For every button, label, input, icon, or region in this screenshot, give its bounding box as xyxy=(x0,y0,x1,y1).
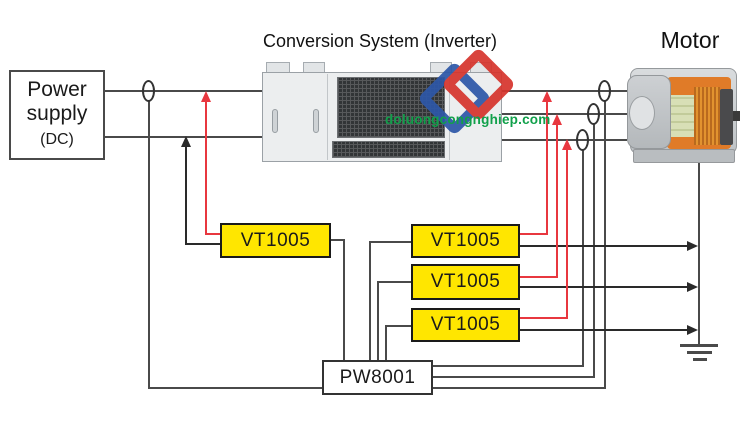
motor-title: Motor xyxy=(660,27,720,53)
probe-red-phase2-vertical xyxy=(556,118,558,278)
watermark-text: doluongcongnghiep.com xyxy=(385,112,551,127)
cable-vt2-vertical xyxy=(369,241,371,360)
motor-shaft xyxy=(733,111,740,121)
cable-vt4-vertical xyxy=(385,325,387,360)
probe-red-dc-horizontal xyxy=(205,233,220,235)
cable-sensor-phase3-horizontal xyxy=(433,365,583,367)
vt1005-label-2: VT1005 xyxy=(430,230,501,251)
current-sensor-dc-icon xyxy=(142,80,155,102)
inverter-door-seam xyxy=(327,74,328,160)
vt1005-label-4: VT1005 xyxy=(430,314,501,335)
cable-sensor-dc-horizontal xyxy=(148,387,324,389)
ground-lead-vt4-arrow-icon xyxy=(687,325,698,335)
inverter-title: Conversion System (Inverter) xyxy=(262,31,498,51)
cable-sensor-dc-vertical xyxy=(148,100,150,389)
cable-vt3-horizontal xyxy=(377,281,411,283)
pw8001-label: PW8001 xyxy=(339,366,416,388)
probe-black-dc-horizontal xyxy=(185,243,220,245)
current-sensor-phase2-icon xyxy=(587,103,600,125)
power-supply-label-dc: (DC) xyxy=(40,131,74,148)
pw8001-box: PW8001 xyxy=(322,360,433,395)
ground-lead-vt4 xyxy=(519,329,691,331)
current-sensor-phase1-icon xyxy=(598,80,611,102)
probe-black-dc-arrow-icon xyxy=(181,136,191,147)
probe-red-phase2-arrow-icon xyxy=(552,114,562,125)
vt1005-box-4: VT1005 xyxy=(411,308,520,342)
probe-red-phase1-arrow-icon xyxy=(542,91,552,102)
ground-symbol-icon xyxy=(687,351,712,354)
ground-lead-vt3 xyxy=(519,286,691,288)
wire-phase-bottom xyxy=(460,139,627,141)
motor-image xyxy=(627,60,740,163)
cable-sensor-phase2-horizontal xyxy=(433,376,594,378)
current-sensor-phase3-icon xyxy=(576,129,589,151)
inverter-handle-icon xyxy=(272,109,278,133)
vt1005-label-1: VT1005 xyxy=(240,229,311,251)
motor-feet xyxy=(633,149,735,163)
probe-black-dc-vertical xyxy=(185,141,187,245)
wire-dc-negative xyxy=(105,136,300,138)
power-supply-box: Power supply (DC) xyxy=(9,70,105,160)
vt1005-label-3: VT1005 xyxy=(430,271,501,292)
probe-red-dc-arrow-icon xyxy=(201,91,211,102)
motor-stator-core xyxy=(671,95,694,137)
cable-sensor-phase1-horizontal xyxy=(433,387,605,389)
cable-vt1-horizontal xyxy=(331,239,345,241)
inverter-handle-icon xyxy=(313,109,319,133)
cable-sensor-phase1-vertical xyxy=(604,100,606,389)
probe-red-phase3-horizontal xyxy=(519,317,568,319)
cable-sensor-phase2-vertical xyxy=(593,123,595,378)
vt1005-box-1: VT1005 xyxy=(220,223,331,258)
vt1005-box-2: VT1005 xyxy=(411,224,520,258)
probe-red-phase3-arrow-icon xyxy=(562,139,572,150)
inverter-panel-seam xyxy=(449,74,450,160)
cable-vt1-vertical xyxy=(343,239,345,360)
cable-vt2-horizontal xyxy=(369,241,411,243)
power-supply-label-line1: Power xyxy=(27,78,87,101)
ground-symbol-icon xyxy=(693,358,707,361)
probe-red-phase1-horizontal xyxy=(519,233,548,235)
inverter-vent-grille xyxy=(337,77,445,138)
wire-phase-middle xyxy=(460,113,627,115)
ground-lead-vt2 xyxy=(519,245,691,247)
motor-endcap xyxy=(720,89,733,145)
cable-vt4-horizontal xyxy=(385,325,411,327)
probe-red-phase2-horizontal xyxy=(519,276,558,278)
motor-ground-line xyxy=(698,160,700,346)
motor-snout xyxy=(629,96,655,130)
cable-sensor-phase3-vertical xyxy=(582,149,584,367)
probe-red-dc-vertical xyxy=(205,96,207,235)
probe-red-phase3-vertical xyxy=(566,143,568,319)
cable-vt3-vertical xyxy=(377,281,379,360)
power-supply-label-line2: supply xyxy=(26,102,88,125)
ground-lead-vt3-arrow-icon xyxy=(687,282,698,292)
ground-lead-vt2-arrow-icon xyxy=(687,241,698,251)
vt1005-box-3: VT1005 xyxy=(411,264,520,300)
motor-copper-winding xyxy=(694,87,720,145)
inverter-vent-grille-lower xyxy=(332,141,445,158)
ground-symbol-icon xyxy=(680,344,718,347)
probe-red-phase1-vertical xyxy=(546,96,548,235)
